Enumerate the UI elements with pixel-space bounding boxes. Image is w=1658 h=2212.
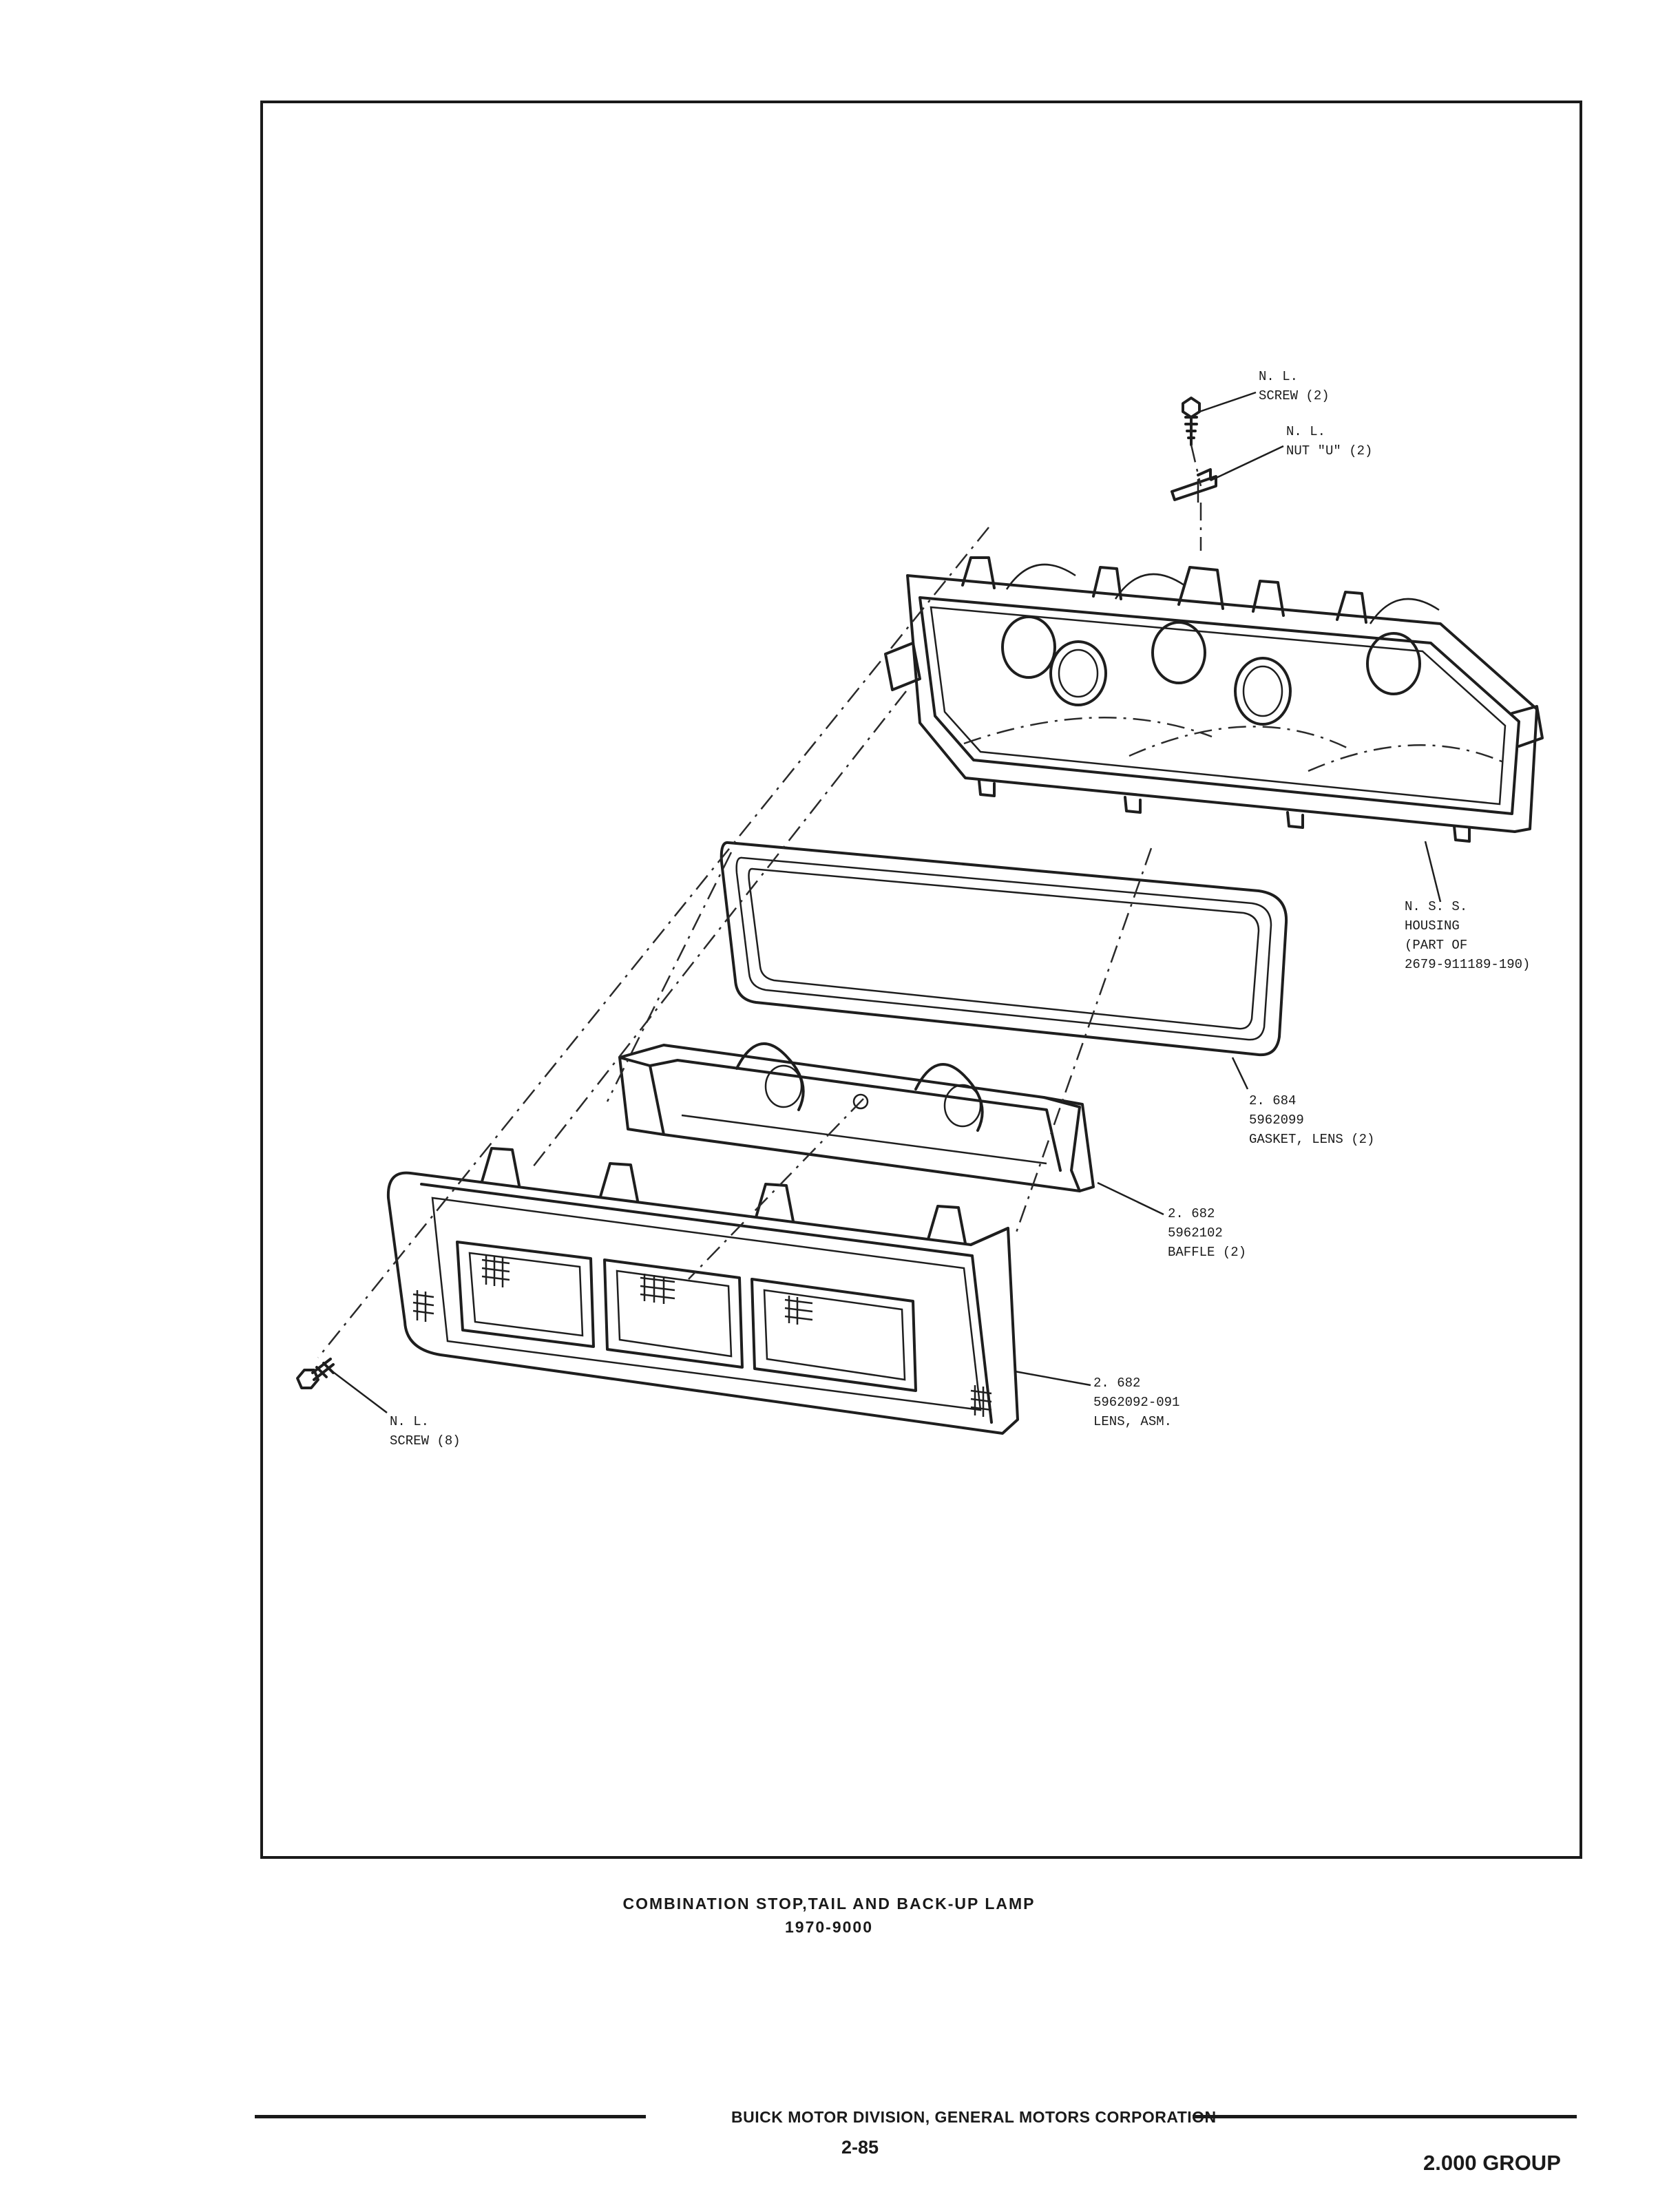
- caption-code: 1970-9000: [785, 1918, 873, 1936]
- footer-page-number: 2-85: [841, 2137, 879, 2158]
- label-baffle-line2: 5962102: [1168, 1225, 1223, 1241]
- assembly-lines: [317, 444, 1202, 1358]
- gasket-part: [720, 841, 1288, 1057]
- label-nut-line2: NUT "U" (2): [1286, 443, 1372, 459]
- caption-title: COMBINATION STOP,TAIL AND BACK-UP LAMP: [622, 1895, 1036, 1913]
- label-lens-line3: LENS, ASM.: [1093, 1414, 1172, 1429]
- leader-lines: [330, 391, 1442, 1413]
- lens-assembly-part: [386, 1147, 1019, 1435]
- footer-rule-left: [255, 2115, 646, 2118]
- label-housing-line3: (PART OF: [1405, 938, 1467, 953]
- label-baffle-line3: BAFFLE (2): [1168, 1245, 1246, 1260]
- label-lens-line2: 5962092-091: [1093, 1395, 1179, 1410]
- label-screw-bottom-line1: N. L.: [390, 1414, 429, 1429]
- bottom-screw-part: [296, 1358, 335, 1389]
- footer-group: 2.000 GROUP: [1423, 2151, 1561, 2175]
- label-gasket-line3: GASKET, LENS (2): [1249, 1132, 1374, 1147]
- label-housing-line4: 2679-911189-190): [1405, 957, 1530, 972]
- label-housing-line2: HOUSING: [1405, 918, 1460, 934]
- housing-part: [884, 556, 1544, 843]
- label-screw-top-line1: N. L.: [1259, 369, 1298, 384]
- label-gasket-line2: 5962099: [1249, 1113, 1304, 1128]
- footer-corporation: BUICK MOTOR DIVISION, GENERAL MOTORS COR…: [731, 2108, 1217, 2126]
- u-nut-part: [1171, 468, 1217, 503]
- label-screw-top-line2: SCREW (2): [1259, 388, 1330, 403]
- footer-rule-right: [1193, 2115, 1577, 2118]
- label-screw-bottom-line2: SCREW (8): [390, 1433, 461, 1449]
- label-gasket-line1: 2. 684: [1249, 1093, 1296, 1108]
- diagram-frame: [260, 101, 1582, 1859]
- baffle-part: [618, 1042, 1095, 1192]
- label-lens-line1: 2. 682: [1093, 1376, 1140, 1391]
- label-baffle-line1: 2. 682: [1168, 1206, 1215, 1221]
- top-screw-part: [1182, 397, 1201, 446]
- label-nut-line1: N. L.: [1286, 424, 1325, 439]
- label-housing-line1: N. S. S.: [1405, 899, 1467, 914]
